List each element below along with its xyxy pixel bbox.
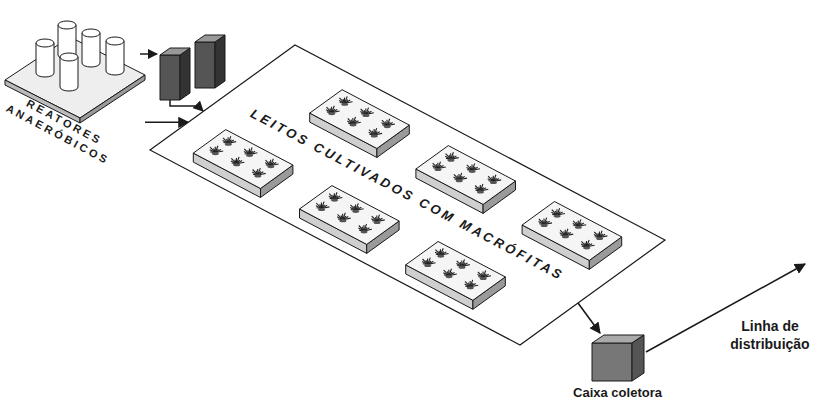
feed-pipe [140, 53, 157, 55]
flow-connector [578, 303, 600, 333]
flow-connector [145, 122, 188, 124]
box-label: Caixa coletora [573, 385, 662, 401]
line-label: Linha de distribuição [720, 318, 820, 353]
wetland-area: LEITOS CULTIVADOS COM MACRÓFITAS [150, 45, 665, 345]
collector-box: Caixa coletora [570, 333, 665, 410]
tank-outlet-pipe [170, 100, 203, 111]
reactor-platform: REATORES ANAERÓBICOS [5, 15, 145, 160]
settling-tanks [160, 35, 225, 100]
